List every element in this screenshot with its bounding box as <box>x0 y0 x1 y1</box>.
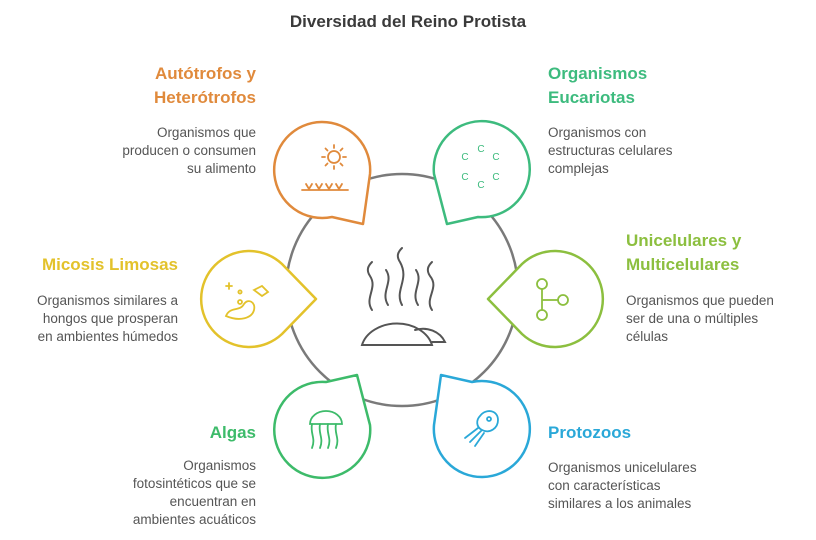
description-line: encuentran en <box>169 494 256 509</box>
heading-line: Eucariotas <box>548 88 635 107</box>
description-algas: Organismos fotosintéticos que se encuent… <box>40 457 256 529</box>
node-unicelulares <box>486 249 605 349</box>
heading-algas: Algas <box>40 421 256 445</box>
description-line: Organismos <box>183 458 256 473</box>
description-protozoos: Organismos unicelulares con característi… <box>548 459 788 513</box>
description-line: ser de una o múltiples <box>626 311 759 326</box>
node-protozoos <box>432 373 532 479</box>
description-line: similares a los animales <box>548 496 692 511</box>
heading-line: Unicelulares y <box>626 231 742 250</box>
sun-over-grass-icon <box>301 144 349 191</box>
heading-line: Multicelulares <box>626 255 740 274</box>
heading-line: Heterótrofos <box>153 88 256 107</box>
node-autotrofos <box>272 120 372 226</box>
description-line: hongos que prosperan <box>42 311 178 326</box>
description-line: Organismos similares a <box>36 293 178 308</box>
slime-mold-icon <box>224 282 270 320</box>
description-line: su alimento <box>186 161 256 176</box>
svg-text:C: C <box>477 180 484 191</box>
description-line: fotosintéticos que se <box>132 476 256 491</box>
description-line: con características <box>548 478 661 493</box>
heading-eucariotas: Organismos Eucariotas <box>548 62 788 110</box>
description-line: ambientes acuáticos <box>132 512 256 527</box>
heading-micosis: Micosis Limosas <box>10 253 178 277</box>
description-line: células <box>626 329 669 344</box>
description-line: Organismos con <box>548 125 647 140</box>
branching-nodes-icon <box>536 278 569 321</box>
svg-text:C: C <box>461 172 468 183</box>
svg-text:C: C <box>461 152 468 163</box>
protozoan-icon <box>464 410 499 447</box>
svg-text:C: C <box>492 152 499 163</box>
description-eucariotas: Organismos con estructuras celulares com… <box>548 124 788 178</box>
node-eucariotas: CCC CCC <box>432 119 531 226</box>
svg-text:C: C <box>477 144 484 155</box>
svg-text:C: C <box>492 172 499 183</box>
diagram-title: Diversidad del Reino Protista <box>289 12 527 31</box>
node-algas <box>273 373 372 480</box>
node-micosis <box>199 249 318 349</box>
description-line: Organismos unicelulares <box>548 460 697 475</box>
description-line: producen o consumen <box>122 143 256 158</box>
carbon-ring-icon: CCC CCC <box>461 144 499 191</box>
description-micosis: Organismos similares a hongos que prospe… <box>10 292 178 346</box>
heading-line: Micosis Limosas <box>41 255 178 274</box>
heading-line: Autótrofos y <box>154 64 256 83</box>
description-line: en ambientes húmedos <box>37 329 178 344</box>
heading-line: Protozoos <box>548 423 632 442</box>
heading-autotrofos: Autótrofos y Heterótrofos <box>40 62 256 110</box>
description-line: estructuras celulares <box>548 143 673 158</box>
jellyfish-icon <box>309 410 343 449</box>
description-line: Organismos que <box>156 125 256 140</box>
heading-line: Algas <box>209 423 256 442</box>
description-line: complejas <box>548 161 609 176</box>
description-unicelulares: Organismos que pueden ser de una o múlti… <box>626 292 806 346</box>
steaming-mounds-icon <box>360 247 447 346</box>
description-line: Organismos que pueden <box>626 293 774 308</box>
description-autotrofos: Organismos que producen o consumen su al… <box>40 124 256 178</box>
heading-protozoos: Protozoos <box>548 421 788 445</box>
heading-line: Organismos <box>548 64 648 83</box>
heading-unicelulares: Unicelulares y Multicelulares <box>626 229 806 277</box>
